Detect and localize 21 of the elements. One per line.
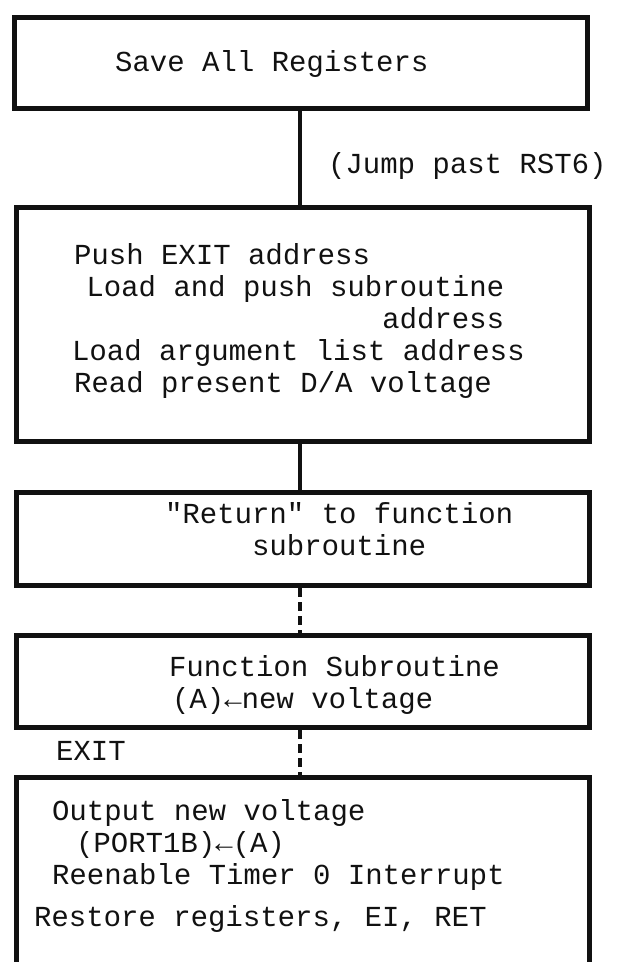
step-text: Read present D/A voltage xyxy=(74,369,492,401)
connector-line xyxy=(298,444,302,490)
step-text: "Return" to function subroutine xyxy=(164,500,514,564)
step-text: Function Subroutine xyxy=(169,653,500,685)
step-text: Push EXIT address xyxy=(74,241,370,273)
process-box xyxy=(14,490,592,588)
step-text: Reenable Timer 0 Interrupt xyxy=(52,861,504,893)
step-text: Restore registers, EI, RET xyxy=(34,903,486,935)
step-text: Save All Registers xyxy=(115,48,428,80)
process-box xyxy=(14,633,592,730)
process-box xyxy=(14,205,592,444)
connector-line xyxy=(298,730,302,775)
step-text: Load and push subroutine address xyxy=(85,273,504,337)
process-box xyxy=(14,775,592,962)
connector-line xyxy=(298,588,302,633)
step-text: Output new voltage xyxy=(52,797,366,829)
step-text: (PORT1B)←(A) xyxy=(76,829,285,861)
connector-line xyxy=(298,111,302,205)
process-box xyxy=(12,15,590,111)
step-text: Load argument list address xyxy=(72,337,524,369)
step-text: (A)←new voltage xyxy=(172,685,434,717)
